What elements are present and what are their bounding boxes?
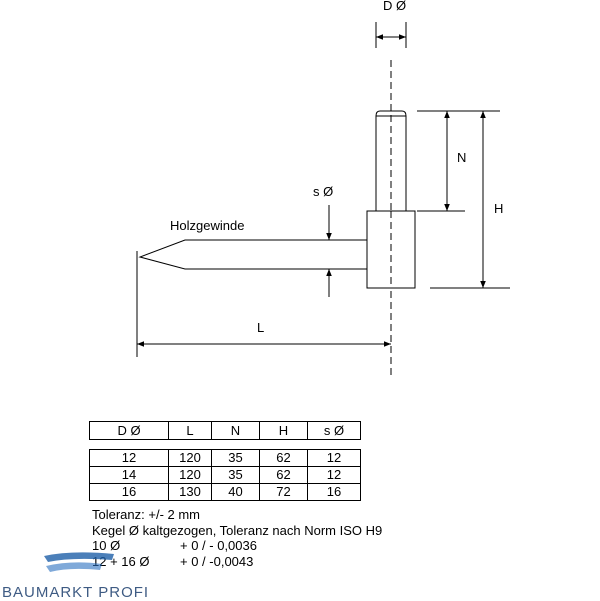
s-label: s Ø — [313, 184, 333, 199]
table-row: 16 130 40 72 16 — [89, 483, 361, 501]
tolerance-row-label: 10 Ø — [92, 538, 121, 553]
table-row: 12 120 35 62 12 — [89, 449, 361, 467]
table-gap — [89, 439, 361, 450]
table-cell: 16 — [307, 483, 361, 501]
pin-body — [375, 110, 407, 211]
table-row: 14 120 35 62 12 — [89, 466, 361, 484]
table-header-row: D Ø L N H s Ø — [89, 421, 361, 440]
cone-tolerance-line: Kegel Ø kaltgezogen, Toleranz nach Norm … — [92, 522, 383, 538]
wood-screw-shank — [138, 239, 367, 270]
brand-watermark: BAUMARKT PROFI — [2, 584, 150, 601]
h-label: H — [494, 201, 503, 216]
tolerance-line: Toleranz: +/- 2 mm — [92, 507, 201, 522]
header-cell: D Ø — [89, 421, 169, 440]
header-cell: L — [168, 421, 212, 440]
table-cell: 35 — [211, 466, 260, 484]
table-cell: 12 — [89, 449, 169, 467]
header-cell: N — [211, 421, 260, 440]
tolerance-row-10: 10 Ø + 0 / - 0,0036 — [92, 538, 382, 554]
dimensions-table: D Ø L N H s Ø 12 120 35 62 12 14 120 35 … — [89, 421, 361, 501]
header-cell: H — [259, 421, 308, 440]
table-cell: 40 — [211, 483, 260, 501]
table-cell: 62 — [259, 466, 308, 484]
table-cell: 16 — [89, 483, 169, 501]
table-cell: 62 — [259, 449, 308, 467]
table-cell: 120 — [168, 449, 212, 467]
tolerance-row-value: + 0 / -0,0043 — [180, 553, 254, 569]
brand-logo-swoosh — [44, 552, 114, 572]
table-cell: 130 — [168, 483, 212, 501]
table-cell: 72 — [259, 483, 308, 501]
tolerance-notes: Toleranz: +/- 2 mm Kegel Ø kaltgezogen, … — [92, 507, 382, 569]
table-cell: 35 — [211, 449, 260, 467]
table-cell: 14 — [89, 466, 169, 484]
l-label: L — [257, 320, 264, 335]
header-cell: s Ø — [307, 421, 361, 440]
thread-label: Holzgewinde — [170, 218, 244, 233]
table-cell: 12 — [307, 449, 361, 467]
tolerance-row-12-16: 12 + 16 Ø + 0 / -0,0043 — [92, 554, 382, 570]
table-cell: 12 — [307, 466, 361, 484]
n-label: N — [457, 150, 466, 165]
tolerance-row-value: + 0 / - 0,0036 — [180, 538, 257, 553]
table-cell: 120 — [168, 466, 212, 484]
d-label: D Ø — [383, 0, 406, 13]
